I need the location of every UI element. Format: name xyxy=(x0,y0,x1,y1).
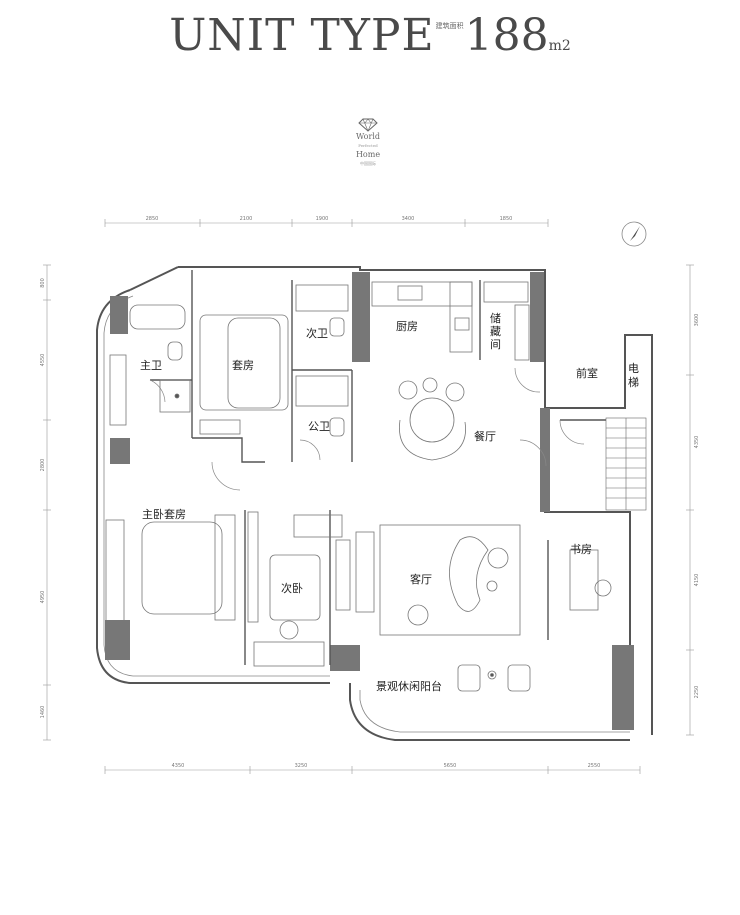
exterior-walls xyxy=(96,266,653,741)
north-arrow-icon xyxy=(621,221,647,247)
dim-bottom-4: 2550 xyxy=(588,763,601,769)
label-suite: 套房 xyxy=(232,359,254,372)
dim-left-2: 4550 xyxy=(40,354,46,367)
dim-right-1: 3600 xyxy=(694,314,700,327)
title-main: UNIT TYPE xyxy=(169,10,435,61)
diamond-logo-icon xyxy=(358,118,378,132)
interior-walls xyxy=(150,270,626,665)
label-living: 客厅 xyxy=(410,572,432,586)
dim-top-2: 2100 xyxy=(240,216,253,222)
dim-right-4: 2250 xyxy=(694,686,700,699)
dim-right-3: 4150 xyxy=(694,574,700,587)
logo-china: 中国国际 xyxy=(360,161,376,166)
label-storage-2: 藏 xyxy=(490,325,501,338)
label-study: 书房 xyxy=(570,543,592,556)
dim-left-5: 1460 xyxy=(40,706,46,719)
dim-left-1: 800 xyxy=(40,278,46,288)
label-elevator-1: 电 xyxy=(628,362,639,375)
title-number: 188 xyxy=(464,10,549,61)
dimension-lines xyxy=(43,219,694,774)
dim-left-4: 4950 xyxy=(40,591,46,604)
stair-core xyxy=(605,417,647,511)
dim-bottom-2: 3250 xyxy=(295,763,308,769)
label-dining: 餐厅 xyxy=(474,429,496,443)
dim-top-5: 1850 xyxy=(500,216,513,222)
structural-columns xyxy=(105,272,634,730)
dim-right-2: 4350 xyxy=(694,436,700,449)
label-storage-3: 间 xyxy=(490,338,501,351)
logo-world: World xyxy=(356,132,380,141)
dim-bottom-3: 5650 xyxy=(444,763,457,769)
door-swings xyxy=(149,367,585,491)
label-master-bath: 主卫 xyxy=(140,359,162,372)
dim-top-3: 1900 xyxy=(316,216,329,222)
title-unit: m2 xyxy=(548,38,571,54)
dim-bottom-1: 4350 xyxy=(172,763,185,769)
label-public-bath: 公卫 xyxy=(308,420,330,433)
unit-title: UNIT TYPE建筑面积188m2 xyxy=(0,10,740,61)
label-balcony: 景观休闲阳台 xyxy=(376,679,442,693)
logo-perfected: Perfected xyxy=(358,143,378,148)
furniture xyxy=(105,281,612,692)
label-foyer: 前室 xyxy=(576,366,598,380)
dim-left-3: 2800 xyxy=(40,459,46,472)
label-storage-1: 储 xyxy=(490,311,501,325)
label-second-bath: 次卫 xyxy=(306,326,328,340)
logo-home: Home xyxy=(355,150,381,159)
title-area-label: 建筑面积 xyxy=(435,22,464,30)
label-kitchen: 厨房 xyxy=(396,320,418,333)
brand-logo: World Perfected Home 中国国际 xyxy=(338,118,398,168)
label-second-bedroom: 次卧 xyxy=(281,581,303,595)
dim-top-1: 2850 xyxy=(146,216,159,222)
dim-top-4: 3400 xyxy=(402,216,415,222)
label-elevator-2: 梯 xyxy=(628,376,639,389)
label-master-suite: 主卧套房 xyxy=(142,508,186,521)
